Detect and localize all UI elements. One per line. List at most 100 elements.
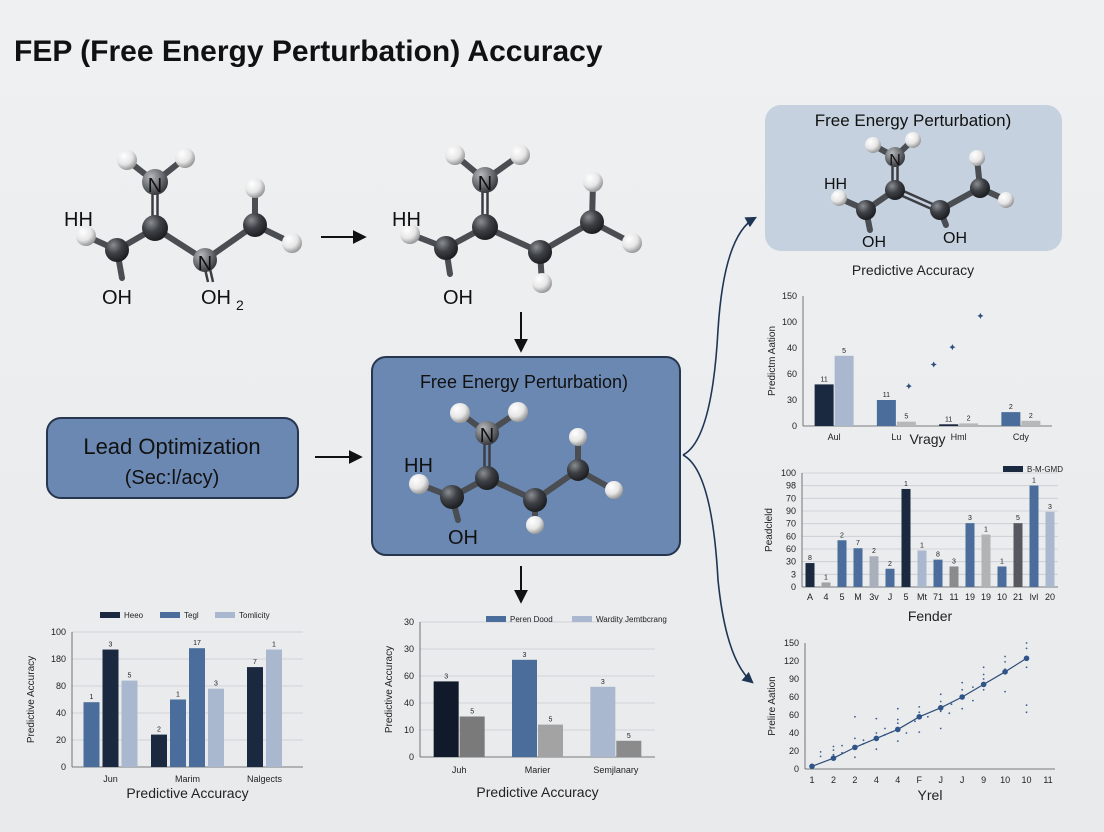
x-axis-label: Vragy [909,431,945,447]
atom-label-oh: OH [102,287,132,309]
scatter-point [819,755,822,758]
x-category-label: 11 [949,592,958,602]
bar-data-label: 2 [840,532,844,539]
carbon-atom [434,236,458,260]
y-tick-label: 60 [789,692,799,702]
x-category-label: 10 [997,592,1007,602]
scatter-point [918,731,921,733]
atom-label-n_top: N [478,173,492,195]
arrow-fep-to-top-right [682,216,757,456]
bar [805,563,815,587]
x-tick-label: J [960,775,965,785]
scatter-point [884,727,886,730]
scatter-point [939,700,942,703]
bar-data-label: 5 [549,717,553,724]
x-category-label: Semjlanary [593,765,639,775]
atom-label-hh: HH [404,455,433,477]
bar [1001,412,1021,426]
bar [1013,523,1023,587]
scatter-point [948,712,951,715]
scatter-point [832,745,835,748]
x-tick-label: 4 [895,775,900,785]
bar-data-label: 3 [601,679,605,686]
hydrogen-atom [400,224,420,244]
y-tick-label: 150 [784,638,799,648]
bar-data-label: 17 [193,640,201,647]
bar-data-label: 2 [1009,404,1013,411]
carbon-atom [930,200,950,220]
carbon-atom [440,485,464,509]
bar-data-label: 5 [842,348,846,355]
scatter-point [972,686,974,688]
bar [102,649,119,767]
y-tick-label: 0 [409,752,414,762]
x-category-label: lvl [1030,592,1039,602]
atom-label-hh: HH [64,209,93,231]
bar-data-label: 3 [523,652,527,659]
marker-point [905,383,912,390]
y-tick-label: 100 [51,627,66,637]
hydrogen-atom [569,428,587,446]
atom-label-n_top: N [148,175,162,197]
carbon-atom [580,210,604,234]
x-category-label: Marier [525,765,551,775]
y-tick-label: 40 [404,698,414,708]
x-tick-label: 2 [852,775,857,785]
bar [933,559,943,587]
x-category-label: Nalgects [247,774,283,784]
hydrogen-atom [526,516,544,534]
bar [121,680,138,767]
carbon-atom [885,180,905,200]
bar-data-label: 2 [888,561,892,568]
scatter-point [854,756,856,759]
carbon-atom [567,459,589,481]
x-tick-label: 4 [874,775,879,785]
bar [917,550,927,587]
x-category-label: 20 [1045,592,1055,602]
scatter-point [1004,690,1006,693]
carbon-atom [970,178,990,198]
y-tick-label: 98 [786,481,796,491]
scatter-point [961,688,964,691]
trend-point [937,705,944,711]
scatter-point [939,710,942,713]
scatter-point [939,693,942,696]
bar-data-label: 8 [808,555,812,562]
bar [965,523,975,587]
bar-data-label: 1 [1032,478,1036,485]
hydrogen-atom [605,481,623,499]
atom-label-oh: OH [443,287,473,309]
bar-data-label: 8 [936,552,940,559]
x-category-label: 19 [965,592,975,602]
scatter-point [939,727,942,730]
bar-data-label: 3 [214,681,218,688]
scatter-point [1004,655,1006,658]
trend-point [895,726,901,733]
marker-point [930,361,937,368]
x-category-label: Aul [828,432,841,442]
scatter-point [926,715,929,718]
scatter-point [1025,666,1028,669]
x-axis-label: Predictive Accuracy [476,784,598,800]
bar-data-label: 1 [824,574,828,581]
y-tick-label: 180 [51,654,66,664]
y-tick-label: 3 [791,569,796,579]
y-tick-label: 100 [781,468,796,478]
bar-data-label: 3 [109,642,113,649]
bar-data-label: 3 [968,515,972,522]
bar [876,400,896,426]
bar [1029,485,1039,587]
carbon-atom [856,200,876,220]
marker-point [949,344,956,351]
y-tick-label: 150 [782,291,797,301]
bar-data-label: 2 [157,727,161,734]
y-axis-label: Predictm Aation [767,326,778,396]
bar-data-label: 3 [444,673,448,680]
atom-label-n_mid: N [198,253,212,275]
